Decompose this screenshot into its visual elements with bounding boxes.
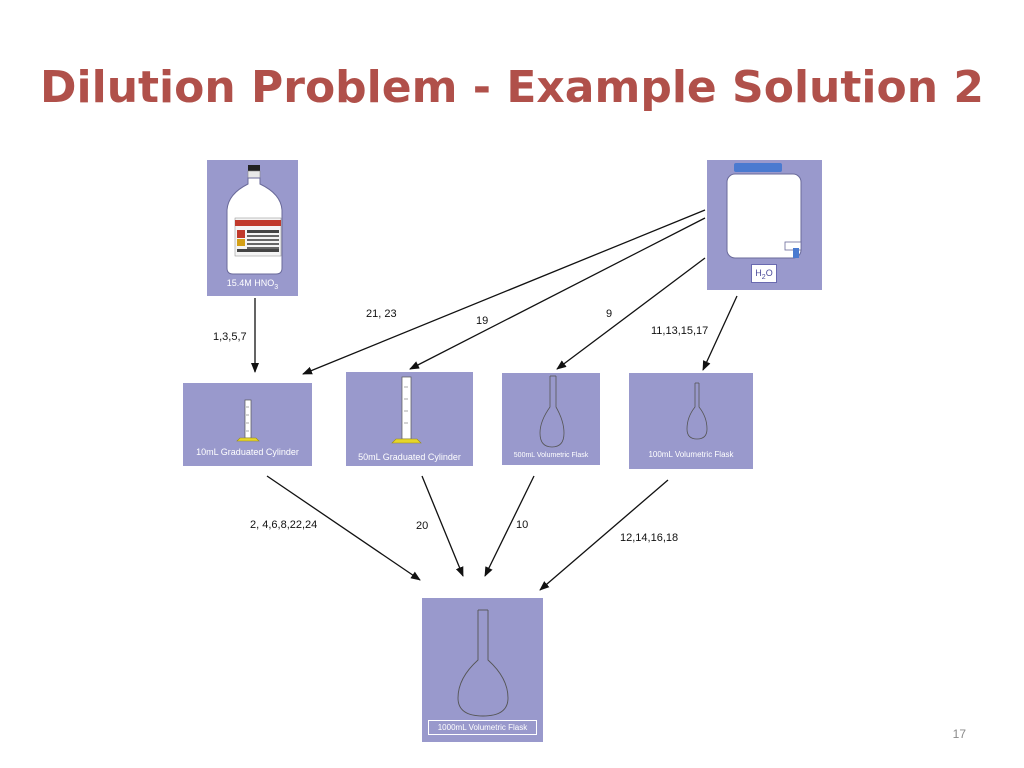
- water-label: H2O: [751, 264, 777, 283]
- graduated-cylinder-icon: [236, 399, 260, 442]
- flask1000-label: 1000mL Volumetric Flask: [428, 720, 537, 735]
- stock-bottle-icon: [226, 165, 283, 275]
- arrow-cyl50-flask1000: [421, 475, 464, 577]
- slide-title: Dilution Problem - Example Solution 2: [40, 62, 984, 113]
- arrow-water-flask500: [556, 257, 706, 370]
- edge-label-water-cyl50: 19: [476, 315, 489, 327]
- slide-number: 17: [952, 727, 966, 741]
- edge-label-flask100-flask1000: 12,14,16,18: [620, 532, 679, 544]
- flask100-node[interactable]: 100mL Volumetric Flask: [629, 373, 753, 469]
- cyl50-label: 50mL Graduated Cylinder: [358, 452, 461, 462]
- stock-label: 15.4M HNO3: [226, 278, 279, 291]
- arrow-cyl10-flask1000: [266, 475, 421, 581]
- graduated-cylinder-icon: [391, 376, 422, 444]
- arrow-water-cyl50: [409, 217, 706, 370]
- arrow-flask100-flask1000: [539, 479, 669, 591]
- edge-label-cyl50-flask1000: 20: [416, 520, 429, 532]
- flask500-node[interactable]: 500mL Volumetric Flask: [502, 373, 600, 465]
- edge-label-cyl10-flask1000: 2, 4,6,8,22,24: [250, 519, 318, 531]
- arrow-flask500-flask1000: [484, 475, 535, 577]
- stock-bottle-node[interactable]: 15.4M HNO3: [207, 160, 298, 296]
- flask500-label: 500mL Volumetric Flask: [513, 452, 589, 459]
- cyl50-node[interactable]: 50mL Graduated Cylinder: [346, 372, 473, 466]
- edge-label-flask500-flask1000: 10: [516, 519, 529, 531]
- water-carboy-icon: [726, 163, 802, 259]
- flask100-label: 100mL Volumetric Flask: [648, 450, 734, 459]
- volumetric-flask-icon: [686, 382, 708, 440]
- edge-label-water-cyl10: 21, 23: [366, 308, 397, 320]
- edge-label-water-flask100: 11,13,15,17: [651, 325, 709, 337]
- edge-label-stock-cyl10: 1,3,5,7: [213, 331, 247, 343]
- flask1000-node[interactable]: 1000mL Volumetric Flask: [422, 598, 543, 742]
- cyl10-node[interactable]: 10mL Graduated Cylinder: [183, 383, 312, 466]
- volumetric-flask-icon: [539, 375, 565, 448]
- arrow-water-flask100: [702, 295, 738, 371]
- volumetric-flask-icon: [457, 609, 509, 717]
- water-carboy-node[interactable]: H2O: [707, 160, 822, 290]
- arrow-water-cyl10: [302, 209, 706, 375]
- cyl10-label: 10mL Graduated Cylinder: [196, 447, 299, 457]
- edge-label-water-flask500: 9: [606, 308, 613, 320]
